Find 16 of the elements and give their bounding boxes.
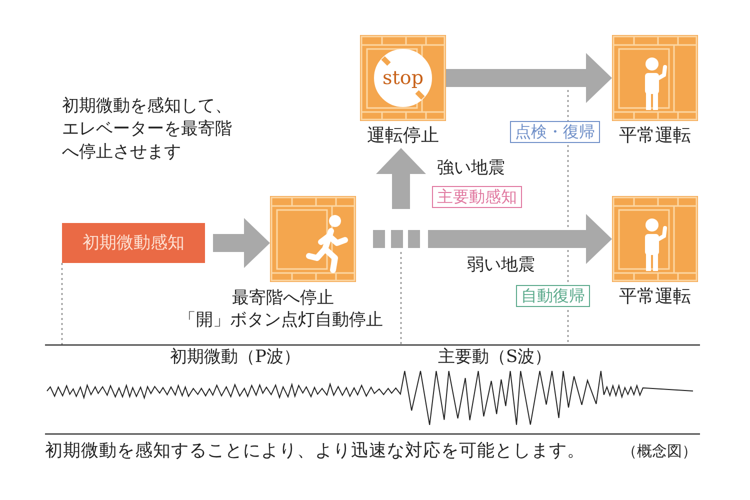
- wave-label: 主要動（S波）: [438, 347, 552, 368]
- status-tag: 主要動感知: [432, 186, 522, 208]
- caption-text: 「開」ボタン点灯自動停止: [179, 310, 383, 331]
- caption-text: 初期微動を感知することにより、より迅速な対応を可能とします。: [45, 441, 585, 463]
- note-text: （概念図）: [622, 442, 697, 461]
- node-label: 平常運転: [619, 286, 691, 308]
- description-text: 初期微動を感知して、エレベーターを最寄階へ停止させます: [62, 95, 233, 164]
- sign-text: stop: [382, 66, 424, 91]
- caption-text: 最寄階へ停止: [232, 288, 334, 309]
- status-tag: 点検・復帰: [510, 121, 600, 143]
- wave-label: 初期微動（P波）: [170, 347, 300, 368]
- status-tag: 自動復帰: [516, 285, 590, 307]
- node-label: 運転停止: [367, 125, 439, 147]
- arrow: [446, 53, 612, 103]
- node-label: 平常運転: [619, 125, 691, 147]
- process-box: 初期微動感知: [62, 223, 205, 263]
